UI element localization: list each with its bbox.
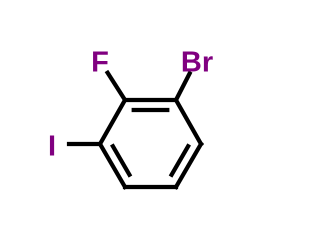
bond-c5-c6-inner (110, 143, 133, 178)
atom-label-f: F (91, 47, 109, 79)
atom-label-layer: F BrI (48, 47, 213, 163)
bond-c6-c1 (97, 97, 128, 147)
bond-c5-c6 (97, 141, 128, 190)
bond-c3-c4 (173, 141, 204, 190)
atom-label-br: Br (181, 47, 213, 79)
molecule-structure: F BrI (48, 47, 213, 190)
bond-c2-c3 (173, 97, 204, 147)
atom-label-i: I (48, 131, 56, 163)
bond-layer (66, 69, 204, 190)
bond-c3-c4-inner (168, 143, 191, 178)
bond-c2-br (173, 70, 193, 103)
bond-c1-f (104, 69, 128, 103)
